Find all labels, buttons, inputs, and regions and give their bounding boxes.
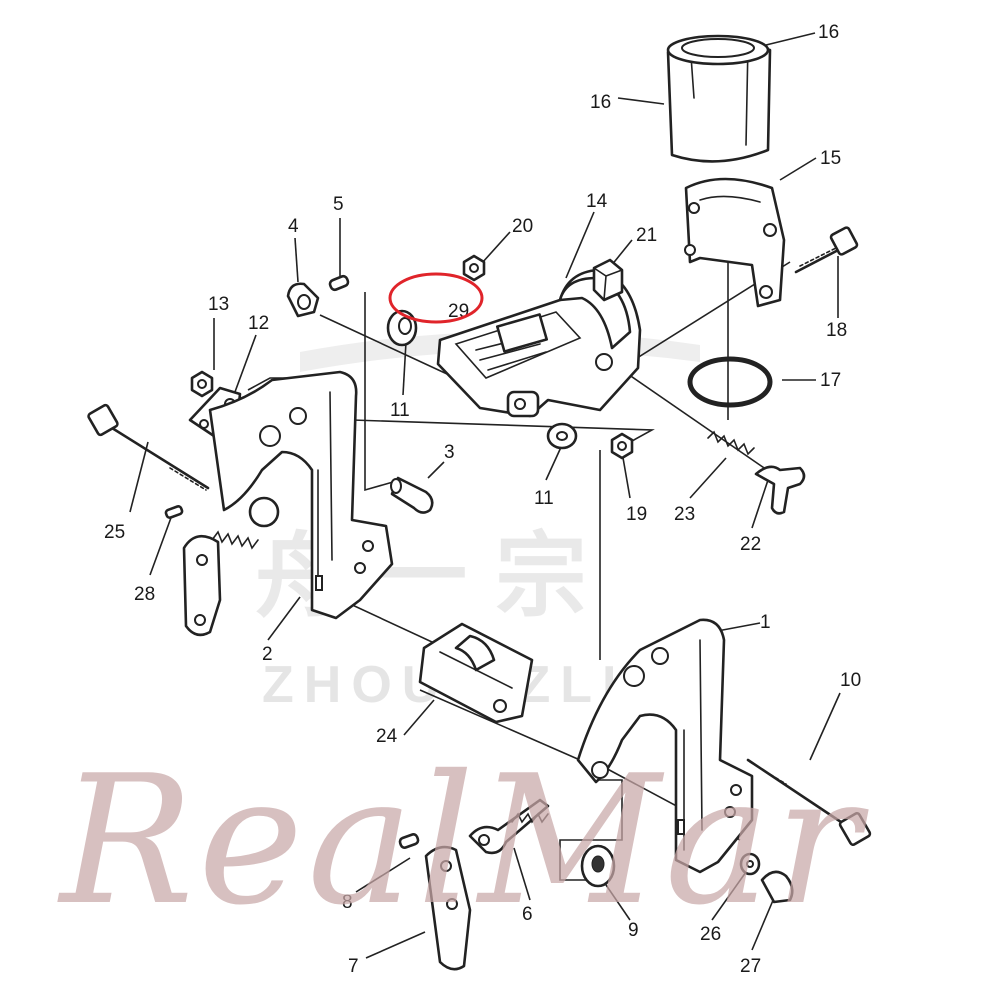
part-28-pin [164, 505, 184, 519]
callout-11-upper: 11 [390, 400, 410, 421]
part-17-o-ring [687, 356, 773, 408]
callout-10: 10 [840, 670, 861, 691]
part-18-bolt [794, 226, 859, 274]
part-20-nut [462, 254, 486, 282]
callout-22: 22 [740, 534, 761, 555]
part-2-clamp-bracket-left [208, 370, 394, 620]
part-16-sleeve [666, 34, 772, 163]
callout-17: 17 [820, 370, 841, 391]
callout-13: 13 [208, 294, 229, 315]
part-11-washer [546, 422, 578, 450]
part-26-washer [739, 852, 761, 876]
part-9-pad [580, 844, 616, 888]
callout-9: 9 [628, 920, 639, 941]
callout-14: 14 [586, 191, 608, 212]
callout-11-lower: 11 [534, 488, 554, 509]
brand-watermark: RealMar [57, 737, 869, 944]
part-3-pin [390, 476, 434, 514]
callout-26: 26 [700, 924, 721, 945]
part-7-lever [424, 845, 472, 971]
part-5-pin [328, 274, 350, 292]
callout-23: 23 [674, 504, 695, 525]
callout-5: 5 [333, 194, 344, 215]
callout-3: 3 [444, 442, 455, 463]
highlight-ring-29 [388, 272, 484, 324]
part-23-spring [707, 430, 755, 456]
callout-7: 7 [348, 956, 359, 977]
part-27-wing-nut [760, 870, 794, 904]
callout-24: 24 [376, 726, 398, 747]
part-8-pin [398, 833, 420, 849]
callout-28: 28 [134, 584, 155, 605]
callout-8: 8 [342, 892, 353, 913]
callout-16-side: 16 [590, 92, 611, 113]
part-25-bolt [87, 403, 210, 491]
callout-21: 21 [636, 225, 657, 246]
callout-12: 12 [248, 313, 269, 334]
part-left-lever [182, 496, 280, 637]
callout-6: 6 [522, 904, 533, 925]
part-10-bolt [746, 758, 872, 846]
callout-18: 18 [826, 320, 847, 341]
callout-labels: 16 16 15 14 20 21 5 4 18 29 13 12 17 11 … [104, 22, 861, 977]
part-21-grease-fitting [592, 258, 624, 302]
part-19-nut [610, 432, 634, 460]
part-4-bushing [286, 282, 320, 318]
part-6-threaded-rod [468, 798, 550, 855]
part-13-nut [190, 370, 214, 398]
callout-20: 20 [512, 216, 533, 237]
callout-16-top: 16 [818, 22, 839, 43]
callout-2: 2 [262, 644, 273, 665]
callout-25: 25 [104, 522, 125, 543]
part-1-clamp-bracket-right [576, 618, 754, 874]
callout-27: 27 [740, 956, 761, 977]
callout-19: 19 [626, 504, 647, 525]
callout-1: 1 [760, 612, 771, 633]
part-15-clamp-bracket [684, 177, 786, 308]
watermark-chinese: 舟一宗 [255, 523, 615, 630]
part-29-washer [386, 309, 418, 347]
part-24-swivel-tube [418, 622, 534, 724]
callout-4: 4 [288, 216, 299, 237]
part-22-wing-screw [754, 465, 806, 515]
callout-15: 15 [820, 148, 841, 169]
